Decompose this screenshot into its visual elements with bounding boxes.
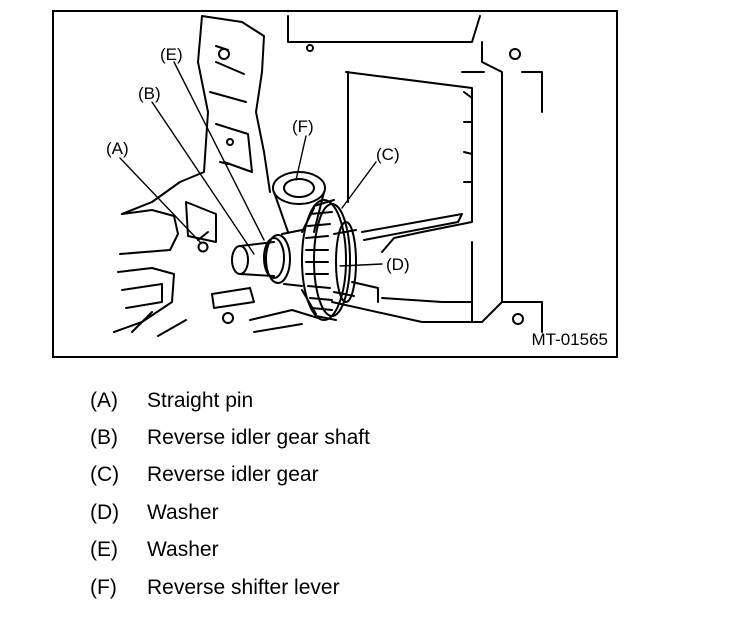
legend-text: Straight pin xyxy=(147,388,254,412)
idler-gear xyxy=(301,199,357,321)
callout-d: (D) xyxy=(386,255,410,274)
legend-text: Reverse shifter lever xyxy=(147,575,340,599)
transmission-illustration: (E) (B) (F) (A) (C) (D) xyxy=(106,15,543,337)
callout-a: (A) xyxy=(106,139,129,158)
legend-text: Reverse idler gear shaft xyxy=(147,426,370,450)
legend-item: (E) Washer xyxy=(90,532,370,569)
callout-b: (B) xyxy=(138,84,161,103)
callout-e: (E) xyxy=(160,45,183,64)
legend-key: (D) xyxy=(90,500,120,524)
legend-key: (A) xyxy=(90,388,118,412)
legend-item: (C) Reverse idler gear xyxy=(90,457,370,494)
legend-item: (D) Washer xyxy=(90,494,370,531)
case-right-outline xyxy=(287,15,543,333)
case-left-outline xyxy=(113,15,319,337)
legend-item: (A) Straight pin xyxy=(90,382,370,419)
case-bolt-holes xyxy=(197,44,524,325)
legend-key: (E) xyxy=(90,538,118,562)
shifter-lever xyxy=(272,171,326,233)
legend-item: (B) Reverse idler gear shaft xyxy=(90,419,370,456)
legend-item: (F) Reverse shifter lever xyxy=(90,569,370,606)
callout-f: (F) xyxy=(292,117,314,136)
legend-text: Washer xyxy=(147,500,219,524)
legend-key: (B) xyxy=(90,426,118,450)
figure-id: MT-01565 xyxy=(531,330,608,349)
parts-legend: (A) Straight pin (B) Reverse idler gear sh… xyxy=(90,382,370,606)
legend-key: (C) xyxy=(90,463,120,487)
leader-lines xyxy=(119,61,383,267)
legend-key: (F) xyxy=(90,575,117,599)
figure-frame: (E) (B) (F) (A) (C) (D) MT-01565 xyxy=(52,10,618,358)
reverse-idler-shaft xyxy=(231,229,303,287)
callout-c: (C) xyxy=(376,145,400,164)
legend-text: Washer xyxy=(147,538,219,562)
legend-text: Reverse idler gear xyxy=(147,463,319,487)
